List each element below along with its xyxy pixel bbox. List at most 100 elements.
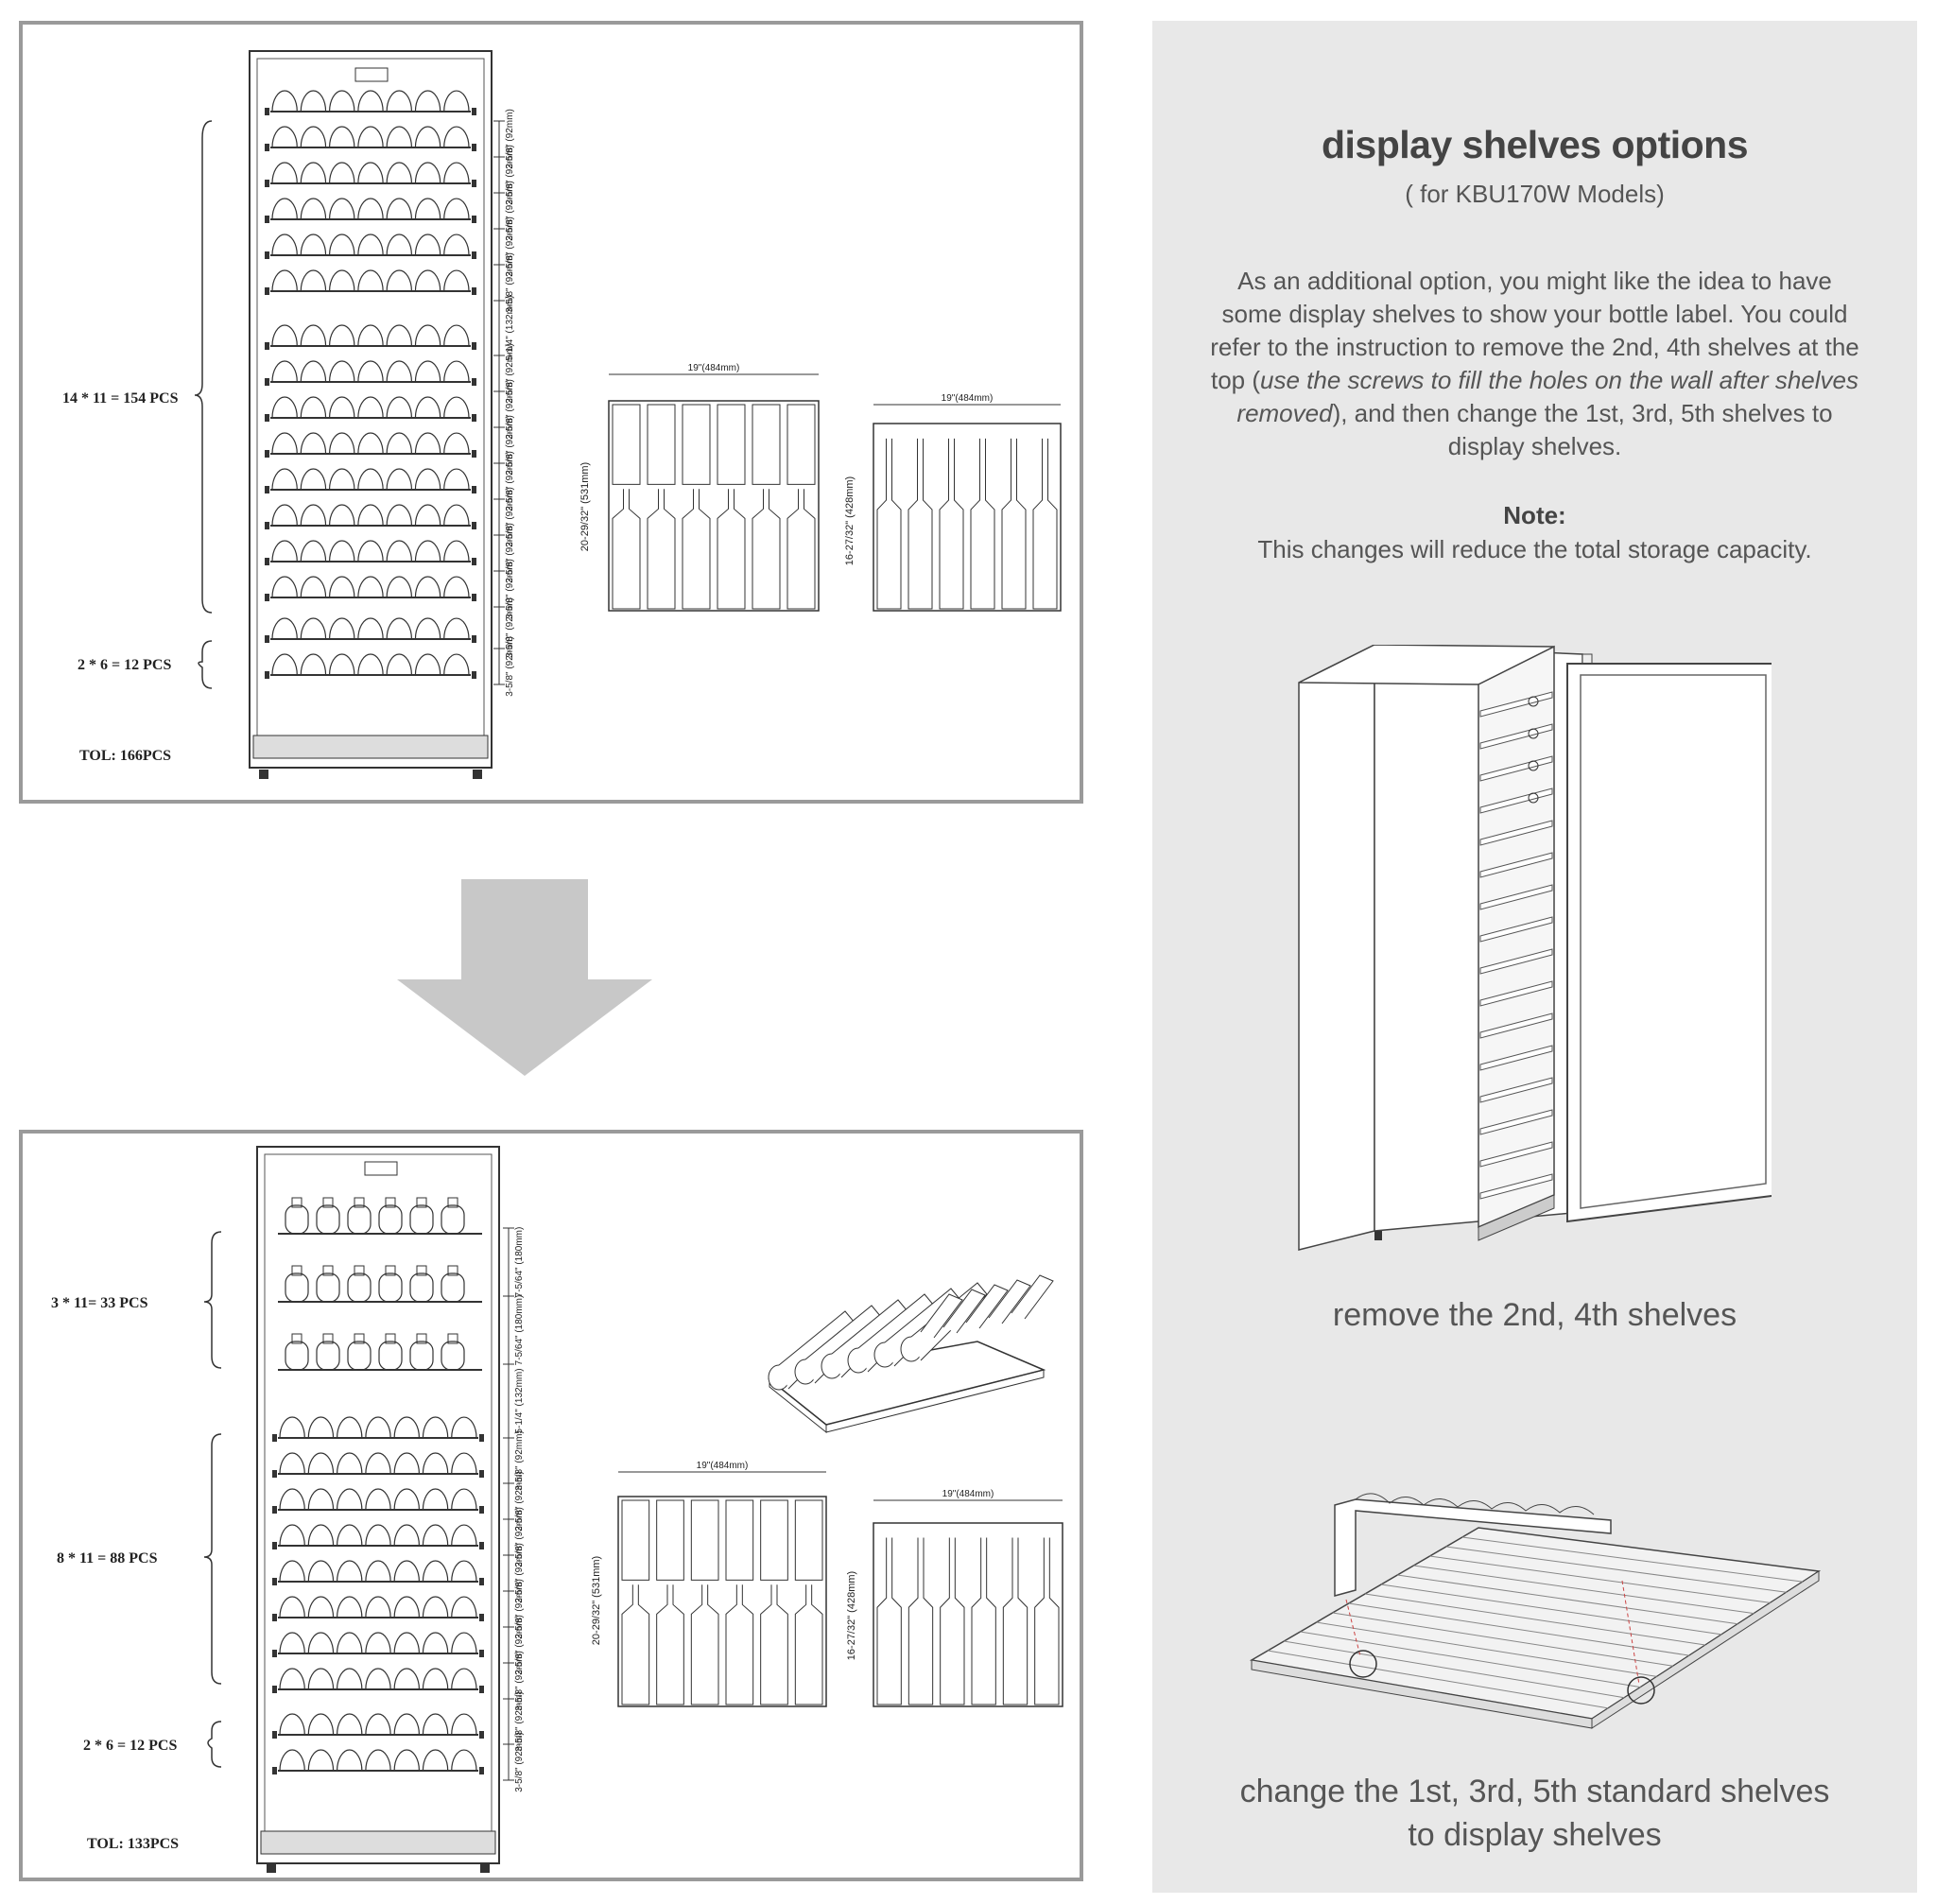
bottle-end xyxy=(336,1452,363,1475)
bottle-silhouette xyxy=(876,438,902,610)
down-arrow-icon xyxy=(397,879,652,1076)
bottle-end xyxy=(357,360,384,383)
bottle-end xyxy=(328,162,355,184)
bottle-end xyxy=(271,653,298,676)
shelf-bracket xyxy=(472,558,476,565)
bottle-end xyxy=(279,1416,305,1439)
bottle-neck xyxy=(447,1265,458,1276)
bottle-end xyxy=(336,1632,363,1654)
bottle-end xyxy=(422,1488,449,1511)
bottle-end xyxy=(365,1749,391,1772)
original-layout-panel: 14 * 11 = 154 PCS 2 * 6 = 12 PCS TOL: 16… xyxy=(19,21,1083,804)
shelf-dimension-label: 7-5/64" (180mm) xyxy=(514,1227,525,1298)
bottle-label-view xyxy=(285,1204,309,1235)
bottle-end xyxy=(271,468,298,491)
bottle-end xyxy=(300,269,327,292)
depth-dimension: 16-27/32" (428mm) xyxy=(844,476,856,565)
shelf-dimension-label: 3-5/8" (92mm) xyxy=(514,1579,525,1639)
shelf-dimension-label: 3-5/8" (92mm) xyxy=(514,1507,525,1567)
shelf-bracket xyxy=(479,1434,484,1442)
bottle-end xyxy=(336,1749,363,1772)
group-label-2: 2 * 6 = 12 PCS xyxy=(78,657,171,673)
shelf-bracket xyxy=(272,1650,277,1657)
foot xyxy=(259,770,268,779)
shelf-dimension-label: 3-5/8" (92mm) xyxy=(505,252,515,313)
bottle-end xyxy=(271,234,298,256)
bottle-end xyxy=(357,653,384,676)
bottle-end xyxy=(279,1560,305,1583)
shelf-dimension-label: 3-5/8" (92mm) xyxy=(505,636,515,697)
bottle-end xyxy=(279,1749,305,1772)
bottle-end xyxy=(300,360,327,383)
bottle-label-view xyxy=(441,1204,465,1235)
bottle-end xyxy=(279,1668,305,1690)
fridge-shelf xyxy=(1479,980,1553,1007)
depth-dimension: 16-27/32" (428mm) xyxy=(846,1571,857,1660)
bottle-upper xyxy=(656,1499,684,1581)
note-title: Note: xyxy=(1503,501,1566,529)
bottle-end xyxy=(271,162,298,184)
shelf-slat xyxy=(1413,1565,1754,1615)
bottle-upper xyxy=(760,1499,788,1581)
shelf-dimension-label: 3-5/8" (92mm) xyxy=(505,415,515,476)
bottle-end xyxy=(393,1632,421,1654)
bottle-silhouette xyxy=(970,438,995,610)
bottle-end xyxy=(451,1524,477,1547)
shelf-group xyxy=(272,1197,484,1774)
bottle-end xyxy=(386,269,413,292)
bottle-upper xyxy=(786,404,816,485)
shelf-bracket xyxy=(265,144,269,151)
bottle-end xyxy=(443,90,470,113)
shelf-slat xyxy=(1445,1546,1787,1593)
shelf-slat xyxy=(1268,1650,1609,1709)
bottle-end xyxy=(386,653,413,676)
bottle-end xyxy=(386,234,413,256)
bottle-end xyxy=(279,1488,305,1511)
modified-layout-drawing: 3 * 11= 33 PCS 8 * 11 = 88 PCS 2 * 6 = 1… xyxy=(51,1146,1063,1873)
shelf-dimension-label: 3-5/8" (92mm) xyxy=(505,559,515,619)
bottle-end xyxy=(386,540,413,563)
bottle-end xyxy=(443,162,470,184)
bottle-silhouette xyxy=(939,438,964,610)
bottle-label-view xyxy=(441,1341,465,1371)
bottle-end xyxy=(443,504,470,527)
bottle-end xyxy=(386,396,413,419)
bottle-end xyxy=(365,1416,391,1439)
fridge-shelf xyxy=(1479,820,1553,846)
bottle-neck xyxy=(416,1197,427,1208)
bottle-end xyxy=(386,162,413,184)
bottle-end xyxy=(422,1596,449,1618)
base-grille xyxy=(260,1830,496,1855)
bottle-end xyxy=(300,432,327,455)
bottle-upper xyxy=(612,404,641,485)
bottle-end xyxy=(365,1668,391,1690)
bottle-neck xyxy=(322,1197,334,1208)
bottle-end xyxy=(300,468,327,491)
bottle-neck xyxy=(354,1265,365,1276)
foot xyxy=(473,770,482,779)
bottle-neck xyxy=(291,1265,302,1276)
bottle-label-view xyxy=(378,1204,403,1235)
bottle-upper xyxy=(752,404,781,485)
bottle-end xyxy=(357,269,384,292)
bottle-end xyxy=(300,396,327,419)
bottle-upper xyxy=(794,1499,823,1581)
bottle-end xyxy=(386,617,413,640)
bottle-end xyxy=(271,576,298,598)
bottle-end xyxy=(300,234,327,256)
shelf-bracket xyxy=(479,1767,484,1774)
bottle-body xyxy=(1011,1274,1054,1320)
shelf-bracket xyxy=(265,216,269,223)
bottle-label-view xyxy=(285,1341,309,1371)
bottle-end xyxy=(443,234,470,256)
bottle-end xyxy=(328,432,355,455)
bottle-end xyxy=(328,540,355,563)
shelf-bracket xyxy=(265,558,269,565)
bottle-silhouette xyxy=(1002,1537,1028,1705)
fridge-shelf xyxy=(1479,1173,1553,1200)
shelf-dimension-label: 3-5/8" (92mm) xyxy=(514,1430,525,1491)
bottle-end xyxy=(414,90,441,113)
bottle-end xyxy=(271,504,298,527)
bottle-end xyxy=(443,269,470,292)
bottle-end xyxy=(443,653,470,676)
